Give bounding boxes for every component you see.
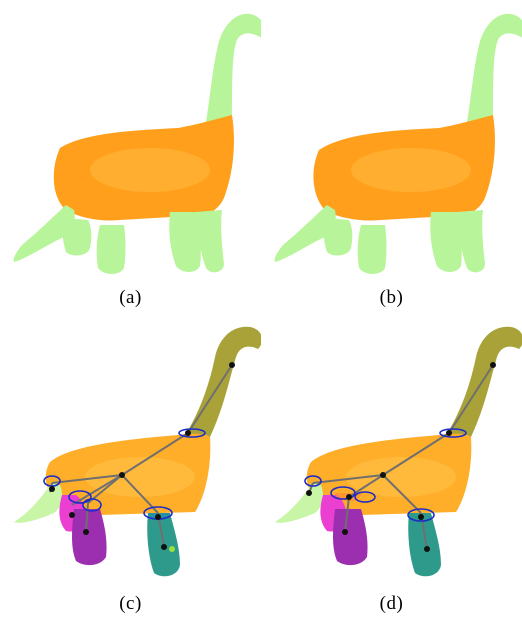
rear-right-leg	[169, 212, 201, 272]
front-left-leg	[358, 225, 387, 274]
back-leg	[324, 218, 353, 255]
torso-highlight	[351, 148, 471, 192]
caption-a: (a)	[0, 287, 261, 309]
dinosaur-skeleton-c	[0, 317, 261, 587]
dino-skeleton	[275, 327, 522, 577]
dino-two-region	[275, 14, 522, 274]
purple-leg-segment	[72, 509, 107, 565]
front-left-leg	[97, 225, 126, 274]
neck-region	[205, 14, 261, 129]
purple-leg-segment	[333, 509, 368, 565]
panel-c: (c)	[0, 317, 261, 617]
panel-a: (a)	[0, 0, 261, 300]
panel-d: (d)	[261, 317, 522, 617]
tail-segment	[275, 482, 323, 523]
teal-leg-segment	[408, 513, 441, 576]
caption-d: (d)	[261, 593, 522, 615]
back-leg	[63, 218, 92, 255]
small-green-marker	[169, 546, 175, 552]
torso-highlight	[90, 148, 210, 192]
caption-b: (b)	[261, 287, 522, 309]
dino-skeleton	[14, 327, 261, 577]
rear-right-leg	[430, 212, 462, 272]
dino-two-region	[14, 14, 261, 274]
dinosaur-segmentation-b	[261, 0, 522, 285]
caption-c: (c)	[0, 593, 261, 615]
panel-b: (b)	[261, 0, 522, 300]
dinosaur-segmentation-a	[0, 0, 261, 285]
neck-region	[466, 14, 522, 129]
dinosaur-skeleton-d	[261, 317, 522, 587]
